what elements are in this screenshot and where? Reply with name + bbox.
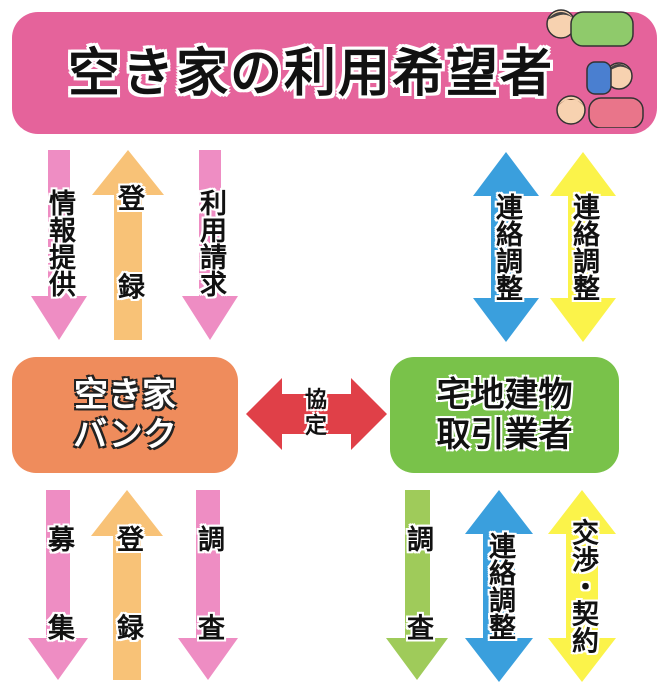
arrow-up-orange	[91, 490, 163, 680]
label-survey: 調 査	[402, 525, 433, 667]
arrow-double-yellow	[550, 152, 616, 342]
label-liaison-coordination: 連絡調整	[568, 193, 599, 301]
label-liaison-coordination: 連絡調整	[491, 193, 522, 301]
label-recruitment: 募 集	[43, 525, 74, 667]
people-illustration	[546, 9, 644, 128]
title-text: 空き家の利用希望者	[68, 44, 555, 104]
arrow-down-pink	[31, 150, 87, 340]
label-usage-request: 利用請求	[195, 189, 226, 297]
label-liaison-coordination: 連絡調整	[484, 532, 515, 640]
title-bar: 空き家の利用希望者	[12, 9, 657, 134]
real-estate-dealer-box: 宅地建物 取引業者	[390, 357, 619, 473]
arrow-double-blue	[473, 152, 539, 342]
label-survey: 調 査	[193, 525, 224, 667]
akiya-bank-label-line2: バンク	[73, 415, 177, 455]
arrow-up-orange	[92, 150, 164, 340]
agreement-label-line2: 定	[304, 414, 328, 439]
agreement-label: 協 定	[305, 388, 327, 440]
label-registration: 登 録	[112, 525, 143, 667]
agreement-label-line1: 協	[304, 388, 328, 413]
dealer-label-line2: 取引業者	[436, 415, 573, 455]
arrow-down-pink	[178, 490, 238, 680]
label-registration: 登 録	[113, 184, 144, 326]
arrow-down-pink	[28, 490, 88, 680]
label-info-provision: 情報提供	[44, 189, 75, 297]
dealer-label-line1: 宅地建物	[436, 375, 573, 415]
label-negotiation-contract: 交渉・契約	[567, 518, 598, 654]
arrow-double-yellow	[548, 490, 616, 682]
akiya-bank-label-line1: 空き家	[74, 375, 176, 415]
akiya-bank-box: 空き家 バンク	[12, 357, 238, 473]
arrow-double-blue	[465, 490, 533, 682]
arrow-down-pink	[182, 150, 238, 340]
arrow-down-green	[386, 490, 448, 680]
arrow-double-red	[246, 378, 387, 450]
